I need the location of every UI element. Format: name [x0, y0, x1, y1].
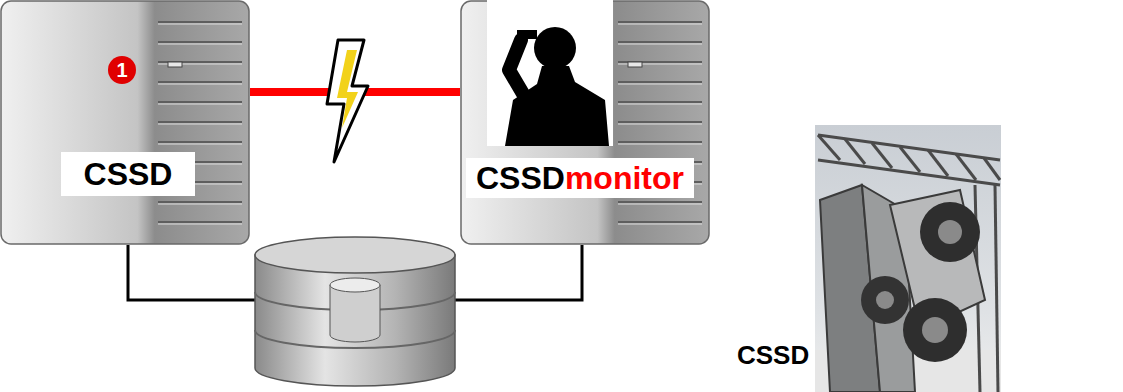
- server-label: CSSD: [61, 152, 195, 196]
- callout-number: 1: [108, 56, 136, 84]
- server-node: CSSDmonitor: [460, 0, 710, 245]
- server-name: CSSD: [476, 162, 565, 194]
- server-node: CSSD: [0, 0, 250, 245]
- server-name: CSSD: [84, 158, 173, 190]
- server-name: monitor: [565, 162, 684, 194]
- server-tower: [0, 0, 250, 245]
- caption-label: CSSD: [737, 341, 809, 370]
- server-label: CSSDmonitor: [466, 158, 694, 198]
- database-cylinder: [255, 237, 455, 386]
- suicide-figure: [487, 0, 613, 146]
- truck-photo: [815, 125, 1001, 392]
